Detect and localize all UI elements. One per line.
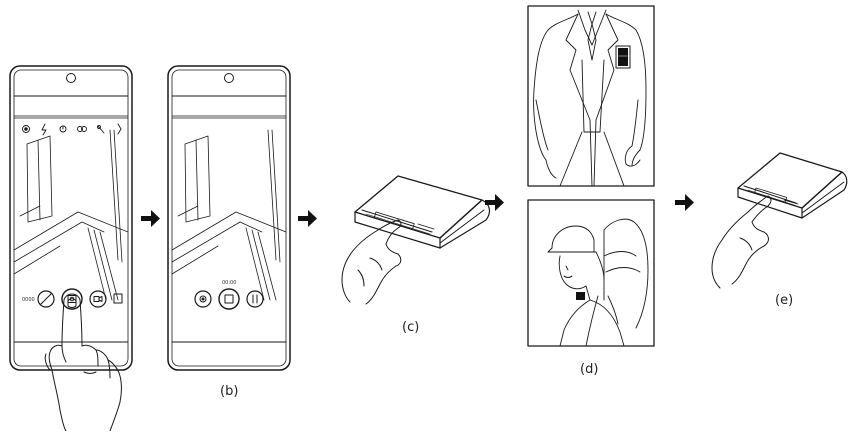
- filter-icon[interactable]: [97, 125, 105, 134]
- phone-a: 0000: [9, 65, 133, 432]
- phone-a-mode-text: 0000: [22, 297, 35, 303]
- gallery-thumbnail-icon[interactable]: [37, 290, 55, 308]
- mode-switch-icon[interactable]: [113, 293, 123, 304]
- right-arrow-icon: [298, 210, 317, 227]
- phone-b-body: [167, 65, 291, 371]
- record-stop-button[interactable]: [218, 288, 240, 310]
- phone-b-viewfinder-scene: [171, 115, 287, 301]
- phone-a-viewfinder-scene: [13, 115, 129, 301]
- man-in-suit: [533, 9, 647, 187]
- record-pause-button[interactable]: [246, 290, 264, 308]
- phone-a-front-camera-icon: [66, 73, 76, 83]
- phone-b: 00:00: [167, 65, 291, 371]
- phone-a-body: [9, 65, 133, 371]
- right-arrow-icon: [485, 194, 504, 211]
- phone-b-controls: 00:00: [194, 280, 264, 310]
- hand-c: [341, 219, 402, 305]
- video-mode-button[interactable]: [89, 290, 107, 308]
- timer-icon[interactable]: [59, 125, 67, 133]
- figure-label-b: (b): [220, 384, 239, 399]
- gear-icon[interactable]: [22, 125, 30, 133]
- phone-b-timer-text: 00:00: [222, 280, 236, 286]
- figure-label-c: (c): [402, 320, 420, 335]
- figure-label-e: (e): [775, 293, 794, 308]
- hand-pressing-capture: [44, 293, 122, 432]
- folded-device-e: [737, 152, 848, 219]
- suit-wearer-panel: [527, 5, 655, 187]
- hand-e: [711, 195, 772, 289]
- hdr-icon[interactable]: [77, 126, 87, 132]
- right-arrow-icon: [141, 210, 160, 227]
- man-with-backpack: [547, 218, 649, 347]
- phone-a-settings-row: [22, 123, 122, 136]
- folded-device-c: [354, 175, 491, 249]
- phone-b-front-camera-icon: [224, 73, 234, 83]
- clip-device-icon: [576, 292, 585, 300]
- stop-icon: [224, 294, 234, 304]
- capture-during-record-button[interactable]: [194, 290, 212, 308]
- right-arrow-icon: [675, 194, 694, 211]
- more-icon[interactable]: [117, 123, 122, 135]
- figure-label-d: (d): [580, 362, 599, 377]
- clip-device-icon: [615, 45, 631, 69]
- backpacker-panel: [527, 199, 655, 347]
- flash-icon[interactable]: [41, 123, 47, 136]
